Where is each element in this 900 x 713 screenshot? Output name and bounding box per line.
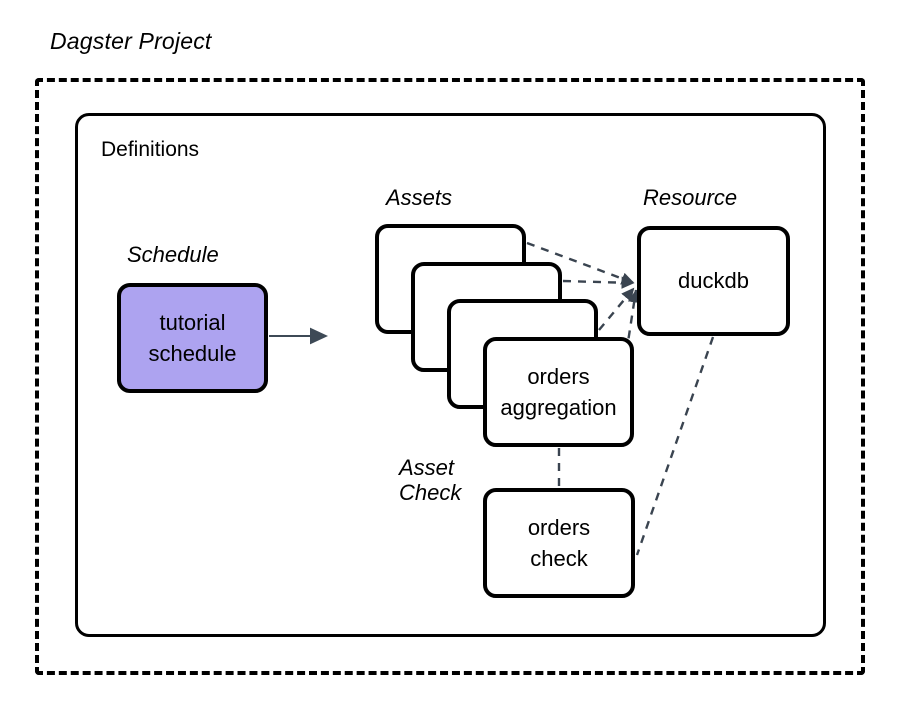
node-orders-check[interactable]: orders check [483, 488, 635, 598]
node-line-2: schedule [148, 341, 237, 366]
node-orders-aggregation[interactable]: orders aggregation [483, 337, 634, 447]
node-line-1: orders [527, 363, 590, 389]
node-line-2: check [530, 546, 588, 571]
node-duckdb[interactable]: duckdb [637, 226, 790, 336]
node-tutorial-schedule[interactable]: tutorial schedule [117, 283, 268, 393]
asset-check-group-label: Asset Check [399, 455, 462, 505]
project-title: Dagster Project [50, 28, 212, 54]
node-line-1: tutorial [159, 309, 226, 335]
definitions-label: Definitions [101, 138, 200, 161]
node-line-2: aggregation [500, 395, 617, 420]
assets-group-label: Assets [386, 185, 453, 210]
schedule-group-label: Schedule [127, 242, 219, 267]
project-boundary [35, 78, 865, 675]
resource-group-label: Resource [643, 185, 738, 210]
node-line-1: duckdb [678, 268, 749, 294]
node-line-1: orders [527, 514, 591, 540]
